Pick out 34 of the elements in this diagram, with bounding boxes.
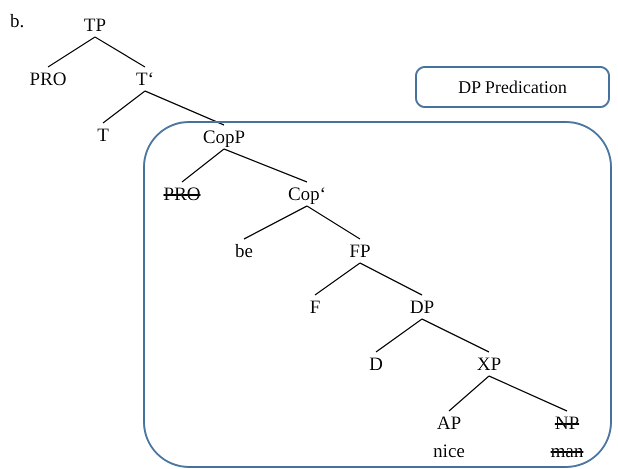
annotation-box: DP Predication [415, 66, 610, 108]
tree-branch [422, 318, 490, 353]
tree-branch [244, 205, 308, 240]
tree-branch [376, 318, 422, 353]
tree-label: DP [410, 296, 434, 320]
tree-branch [182, 148, 224, 183]
tree-label: be [235, 240, 253, 264]
tree-label: FP [349, 240, 371, 264]
struck-tree-label: PRO [164, 183, 200, 207]
tree-branch [448, 376, 490, 412]
tree-label: T [97, 124, 109, 148]
struck-tree-label: NP [554, 412, 580, 436]
tree-branch [360, 262, 422, 296]
tree-label: TP [84, 14, 106, 38]
struck-word-label: man [550, 440, 584, 464]
tree-branch [144, 90, 224, 126]
tree-branch [48, 36, 96, 68]
tree-branch [102, 90, 146, 124]
tree-label: Cop‘ [288, 183, 326, 207]
tree-branch [306, 205, 360, 240]
tree-branch [94, 36, 146, 68]
tree-label: CopP [202, 126, 246, 150]
tree-label: F [310, 296, 320, 320]
tree-label: AP [436, 412, 462, 436]
tree-label: D [369, 353, 383, 377]
tree-branch [488, 375, 568, 412]
example-label: b. [10, 10, 24, 34]
tree-label: XP [476, 353, 502, 377]
tree-branch [314, 262, 360, 296]
tree-label: PRO [30, 68, 66, 92]
tree-branch [224, 148, 308, 183]
tree-label: T‘ [136, 68, 154, 92]
word-label: nice [433, 440, 465, 464]
highlight-frame [143, 121, 612, 468]
